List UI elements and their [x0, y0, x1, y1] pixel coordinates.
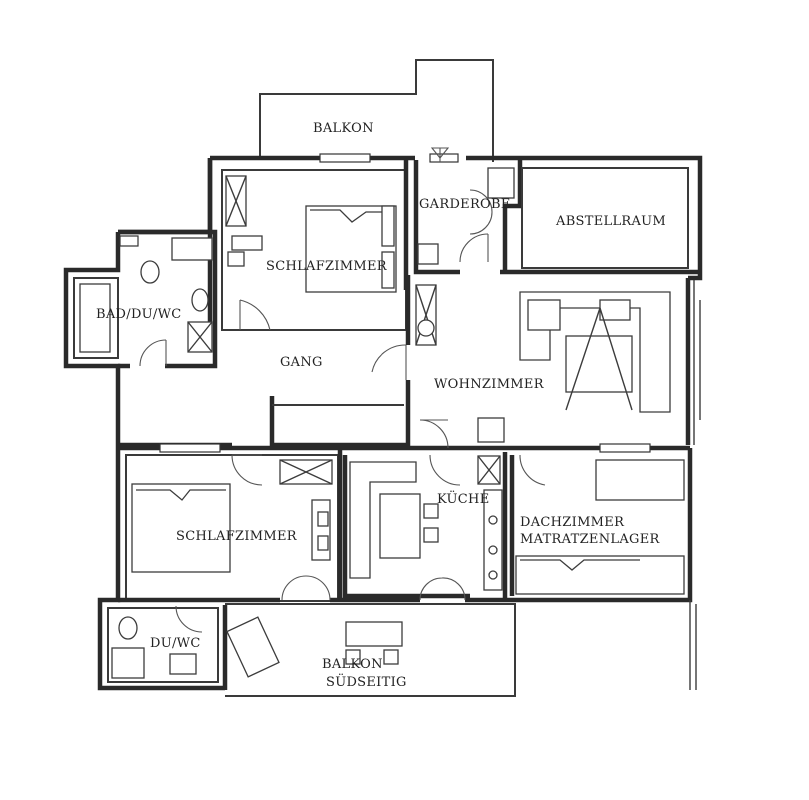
label-schlafzimmer-bottom: SCHLAFZIMMER — [176, 529, 298, 544]
label-du-wc: DU/WC — [150, 636, 201, 651]
label-garderobe: GARDEROBE — [419, 197, 511, 212]
label-schlafzimmer-top: SCHLAFZIMMER — [266, 259, 388, 274]
label-wohnzimmer: WOHNZIMMER — [434, 377, 545, 392]
label-kueche: KÜCHE — [437, 490, 489, 507]
label-abstellraum: ABSTELLRAUM — [555, 214, 666, 229]
label-balkon-top: BALKON — [313, 121, 374, 136]
label-dachzimmer: DACHZIMMER — [520, 515, 625, 530]
room-labels: BALKON GARDEROBE ABSTELLRAUM SCHLAFZIMME… — [96, 121, 666, 690]
label-balkon-sued: BALKON — [322, 657, 383, 672]
balcony-north — [259, 59, 494, 162]
label-gang: GANG — [280, 355, 323, 370]
balcony-south — [225, 603, 516, 697]
doors — [139, 147, 546, 633]
label-bad: BAD/DU/WC — [96, 307, 182, 322]
windows — [119, 153, 651, 453]
label-suedseitig: SÜDSEITIG — [326, 673, 407, 690]
furniture — [79, 167, 685, 679]
label-matratzenlager: MATRATZENLAGER — [520, 532, 660, 547]
